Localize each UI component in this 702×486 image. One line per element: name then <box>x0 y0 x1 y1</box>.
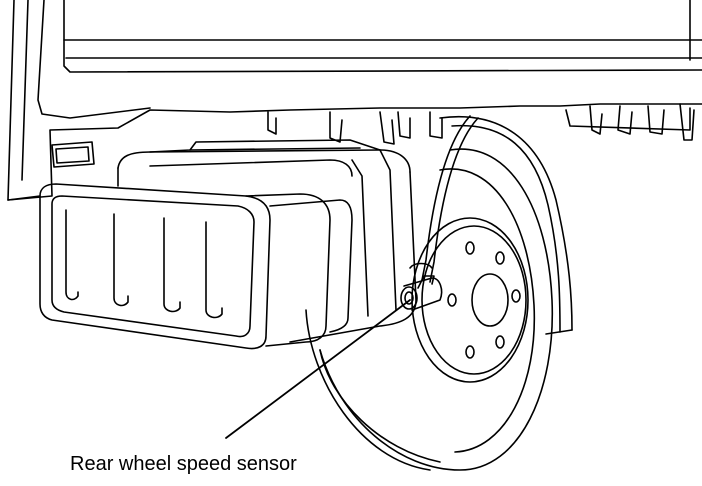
rear-lamp-assembly <box>39 139 417 350</box>
truck-bed <box>7 0 702 201</box>
rear-wheel <box>305 148 554 471</box>
rear-fender <box>439 116 573 335</box>
frame-brackets <box>267 103 695 145</box>
callout-label-rear-wheel-speed-sensor: Rear wheel speed sensor <box>70 453 297 475</box>
callout-leader <box>225 299 411 439</box>
wheel-speed-sensor <box>400 275 443 311</box>
